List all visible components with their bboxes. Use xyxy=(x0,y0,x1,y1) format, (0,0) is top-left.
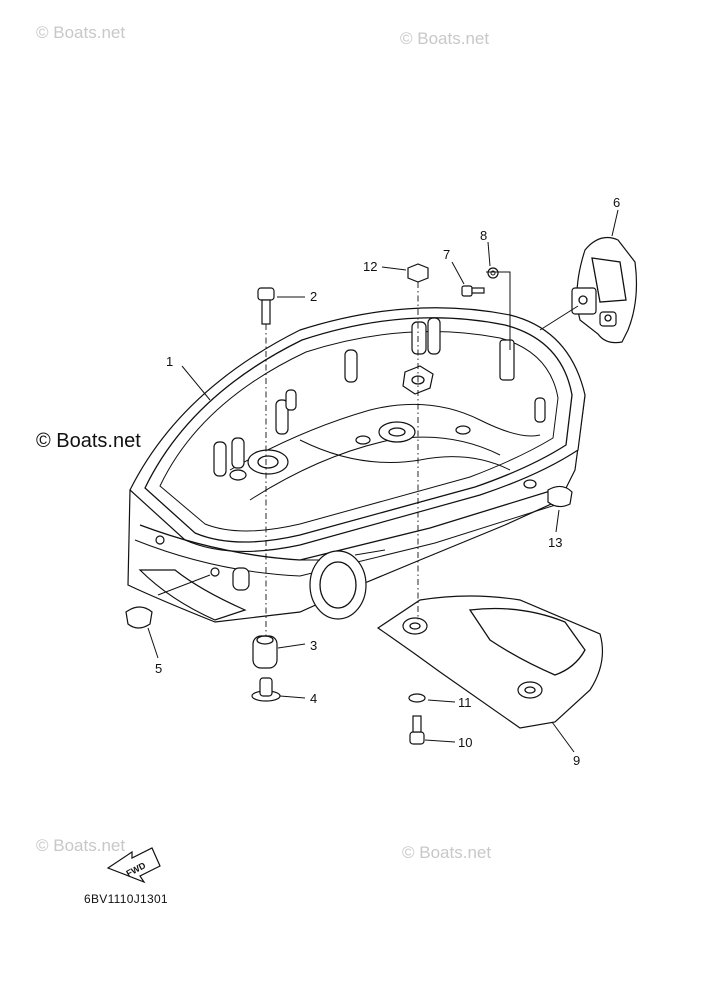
lever-clamp-drawing xyxy=(571,237,638,344)
watermark: © Boats.net xyxy=(36,23,125,42)
assembly-lines xyxy=(265,271,579,636)
watermark: © Boats.net xyxy=(400,29,489,48)
callout-4: 4 xyxy=(310,691,317,706)
callout-13: 13 xyxy=(548,535,562,550)
callout-10: 10 xyxy=(458,735,472,750)
diagram-code: 6BV1110J1301 xyxy=(84,892,168,906)
callout-7: 7 xyxy=(443,247,450,262)
callout-2: 2 xyxy=(310,289,317,304)
fwd-arrow: FWD xyxy=(106,847,161,884)
seal-plate-drawing xyxy=(376,595,603,729)
callout-9: 9 xyxy=(573,753,580,768)
leader-lines xyxy=(147,209,619,753)
watermark: © Boats.net xyxy=(36,430,141,452)
watermark: © Boats.net xyxy=(36,836,125,855)
callout-3: 3 xyxy=(310,638,317,653)
callout-1: 1 xyxy=(166,354,173,369)
callout-labels: 1 2 3 4 5 6 7 8 9 10 11 12 13 xyxy=(155,195,620,768)
callout-12: 12 xyxy=(363,259,377,274)
bottom-cowling-drawing xyxy=(127,307,586,623)
fasteners-drawing xyxy=(125,263,573,745)
watermark: © Boats.net xyxy=(402,843,491,862)
watermark-layer: © Boats.net © Boats.net © Boats.net © Bo… xyxy=(36,23,491,862)
callout-11: 11 xyxy=(458,695,472,710)
callout-6: 6 xyxy=(613,195,620,210)
callout-5: 5 xyxy=(155,661,162,676)
callout-8: 8 xyxy=(480,228,487,243)
